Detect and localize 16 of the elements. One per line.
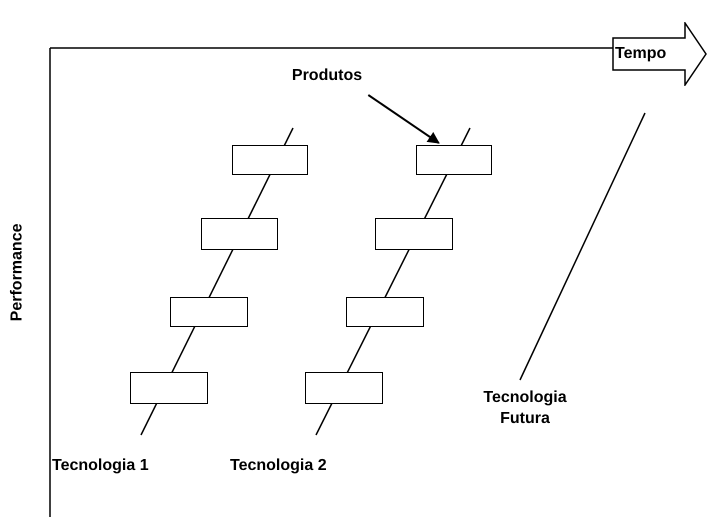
technology-label: Tecnologia Futura — [482, 388, 568, 429]
product-box — [375, 218, 453, 250]
leader-arrow — [368, 94, 440, 144]
product-box — [346, 297, 424, 327]
product-box — [232, 145, 308, 175]
axis-label: Performance — [8, 222, 27, 324]
technology-label: Tecnologia 2 — [230, 456, 328, 476]
product-box — [170, 297, 248, 327]
product-box — [416, 145, 492, 175]
product-box — [201, 218, 278, 250]
product-box — [130, 372, 208, 404]
technology-label: Tecnologia 1 — [52, 456, 150, 476]
node-label: Produtos — [292, 67, 362, 85]
product-box — [305, 372, 383, 404]
node-label: Tempo — [615, 45, 666, 63]
arrow-shape — [612, 22, 707, 86]
